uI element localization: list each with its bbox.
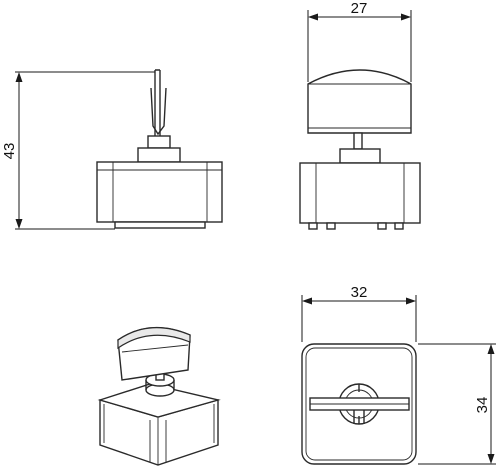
dimension-label-27: 27 bbox=[351, 0, 368, 17]
dimension-label-34: 34 bbox=[474, 397, 491, 414]
top-view bbox=[301, 343, 417, 465]
side-view bbox=[299, 69, 421, 230]
dimension-width-32: 32 bbox=[301, 284, 417, 342]
dimension-label-32: 32 bbox=[351, 284, 368, 301]
front-view bbox=[96, 69, 223, 229]
dimension-width-27: 27 bbox=[307, 0, 412, 82]
dimension-label-43: 43 bbox=[1, 143, 18, 160]
isometric-view bbox=[97, 326, 221, 466]
dimension-height-43: 43 bbox=[1, 71, 155, 230]
dimension-depth-34: 34 bbox=[418, 343, 496, 465]
